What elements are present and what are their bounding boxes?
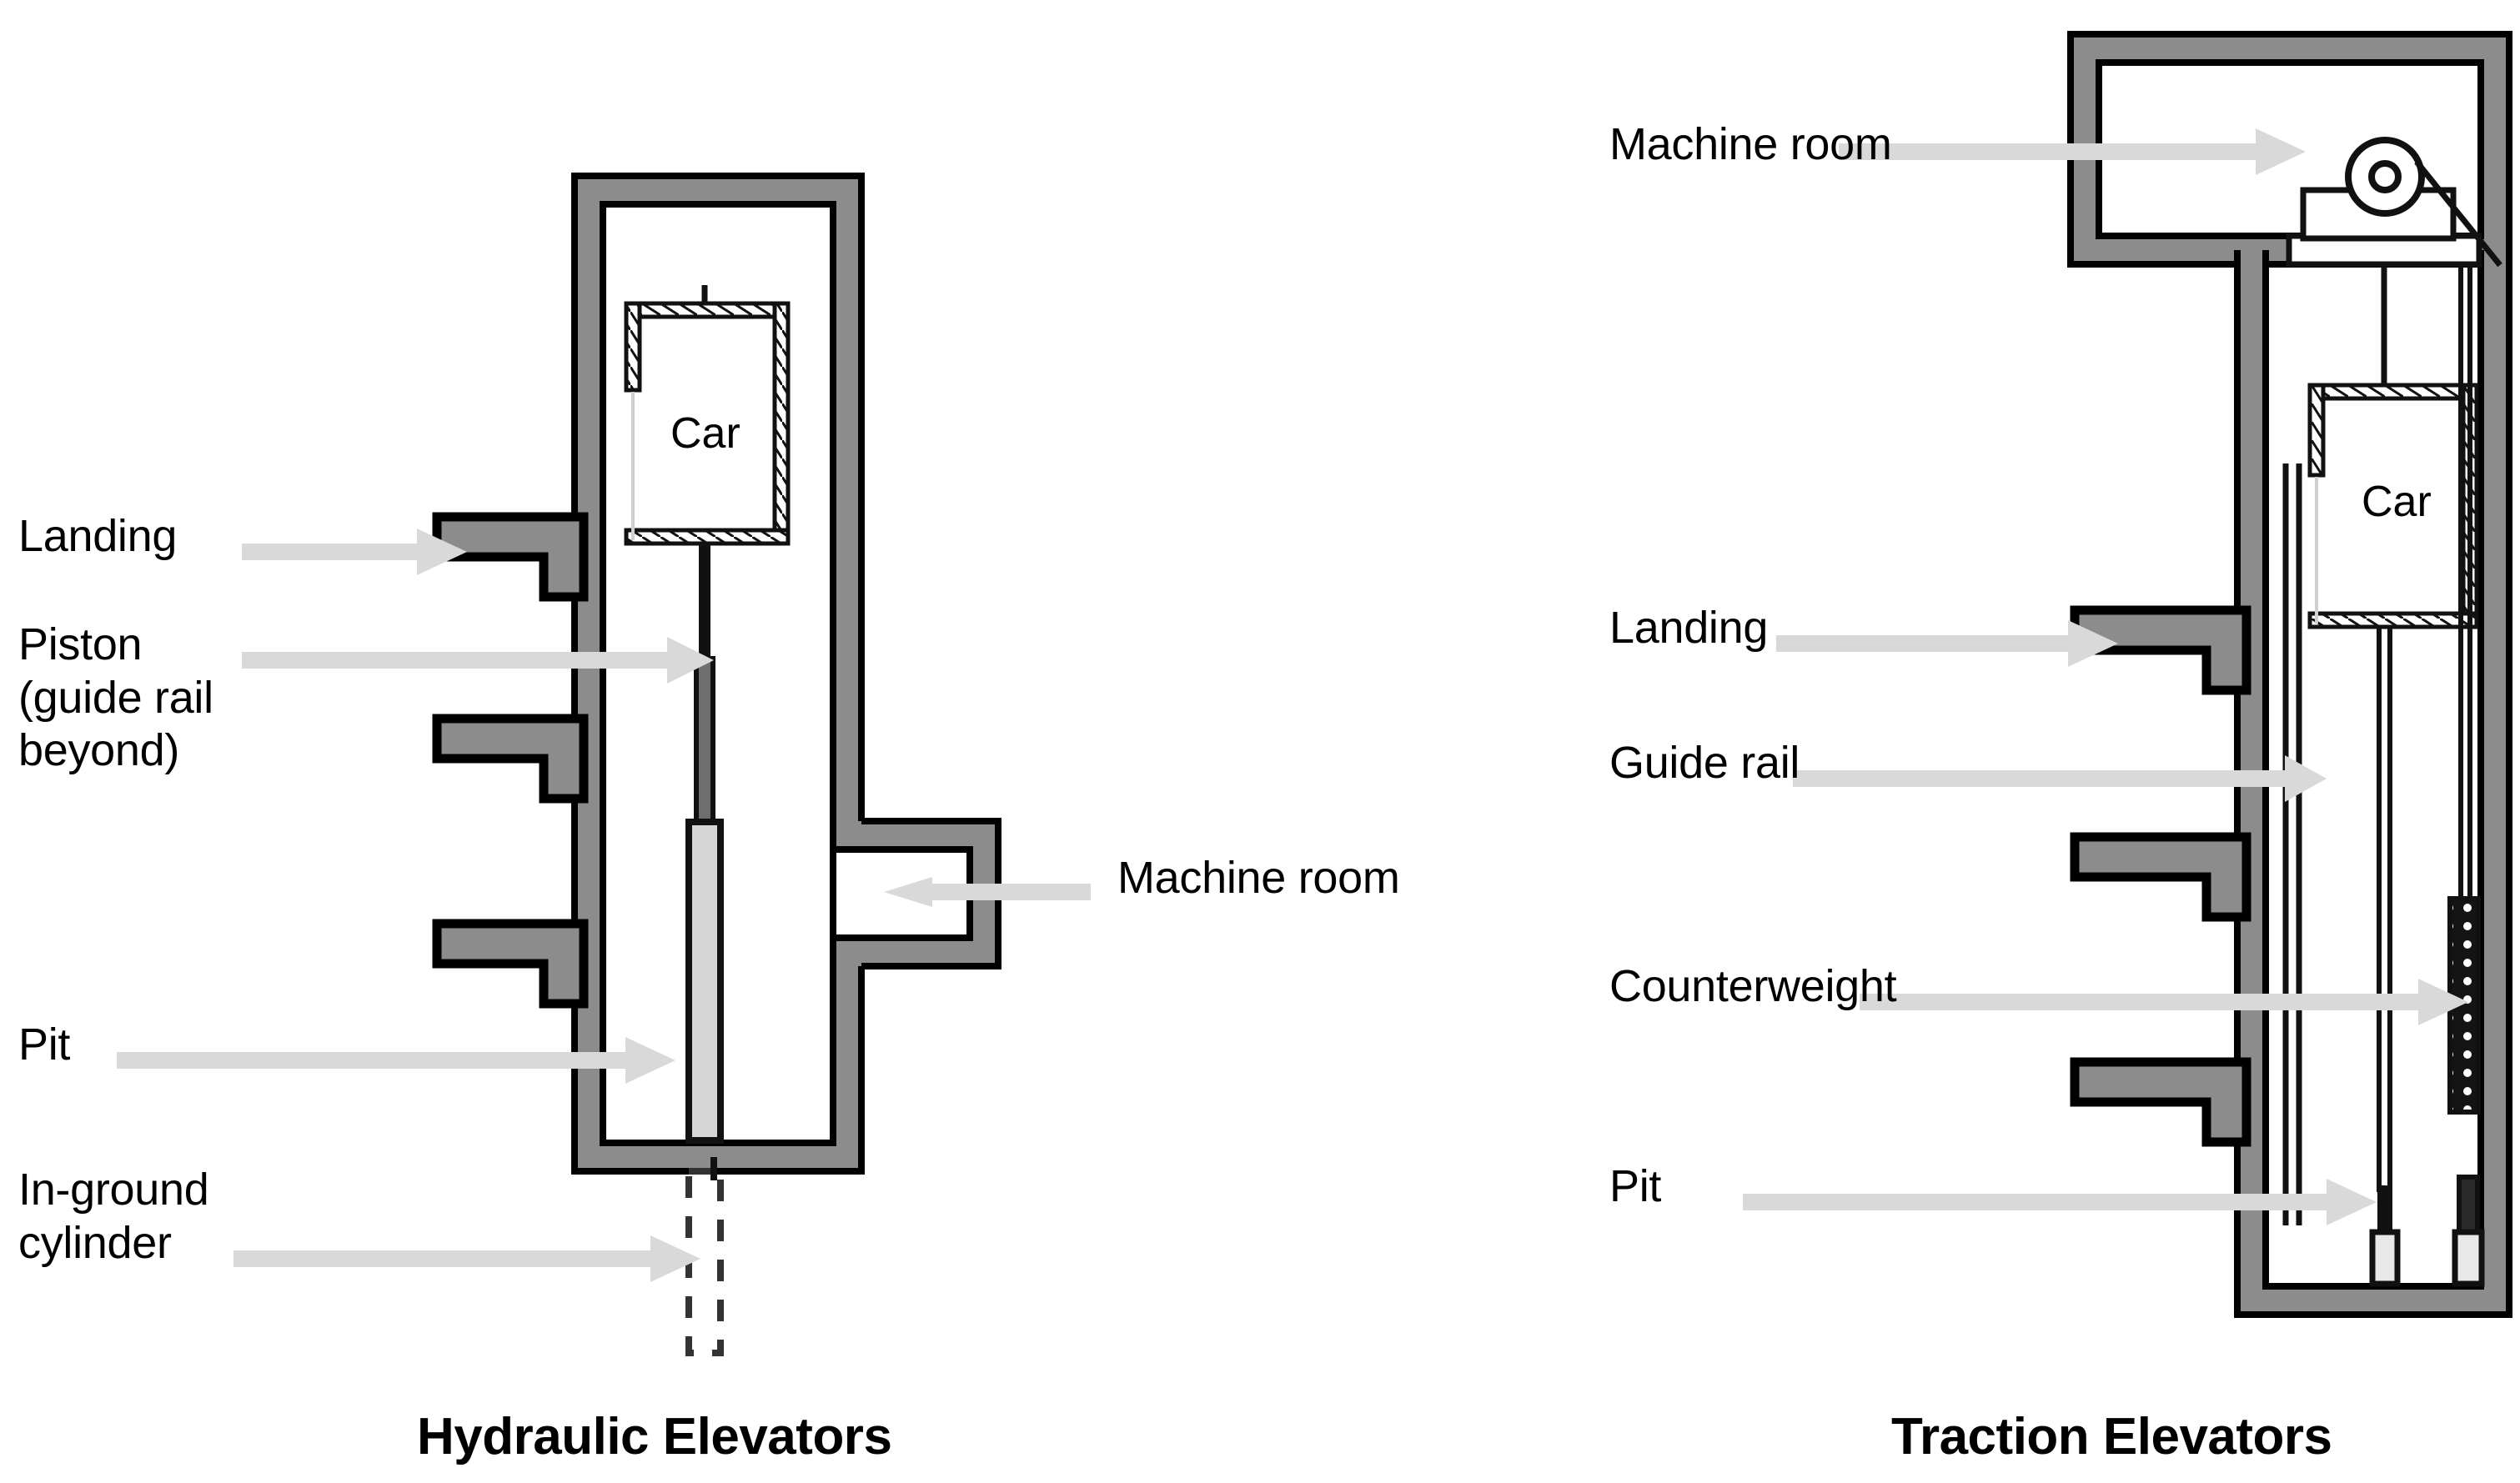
traction-pit-buffers [2369,1175,2485,1287]
callout-label-hydraulic-pit: Pit [18,1020,71,1070]
hydraulic-piston [685,544,724,1144]
callout-label-hydraulic-piston: Piston (guide rail beyond) [18,619,213,776]
hydraulic-car [624,285,791,546]
callout-label-traction-guide-rail: Guide rail [1609,738,1800,788]
arrow-hydraulic-piston [242,637,714,684]
arrow-hydraulic-pit [117,1037,675,1084]
arrow-hydraulic-machine-room [884,877,1091,907]
traction-guide-rail [2282,463,2302,1225]
arrow-traction-machine-room [1839,128,2306,175]
arrow-traction-guide-rail [1793,755,2327,802]
panel-title-hydraulic: Hydraulic Elevators [417,1408,892,1465]
arrow-traction-pit [1743,1179,2377,1225]
arrow-hydraulic-in-ground-cylinder [233,1235,700,1282]
callout-label-traction-machine-room: Machine room [1609,119,1892,169]
hydraulic-landings [432,512,589,1009]
hydraulic-in-ground-cylinder [685,1157,724,1356]
car-label-traction: Car [2362,478,2432,526]
traction-diagram [2067,31,2512,1318]
traction-landings [2070,605,2251,1147]
callout-label-traction-counterweight: Counterweight [1609,961,1897,1011]
callout-label-traction-landing: Landing [1609,603,1769,653]
traction-sheave-machine [2286,137,2502,268]
callout-label-hydraulic-landing: Landing [18,511,178,561]
callout-label-hydraulic-machine-room: Machine room [1117,853,1400,903]
car-label-hydraulic: Car [670,409,740,458]
panel-title-traction: Traction Elevators [1891,1408,2332,1465]
callout-label-traction-pit: Pit [1609,1161,1662,1211]
hydraulic-diagram [432,173,1001,1356]
arrow-traction-counterweight [1860,979,2468,1025]
callout-label-hydraulic-in-ground-cylinder: In-ground cylinder [18,1165,209,1268]
callout-arrows [117,128,2468,1282]
arrow-traction-landing [1776,620,2118,667]
arrow-hydraulic-landing [242,529,467,575]
